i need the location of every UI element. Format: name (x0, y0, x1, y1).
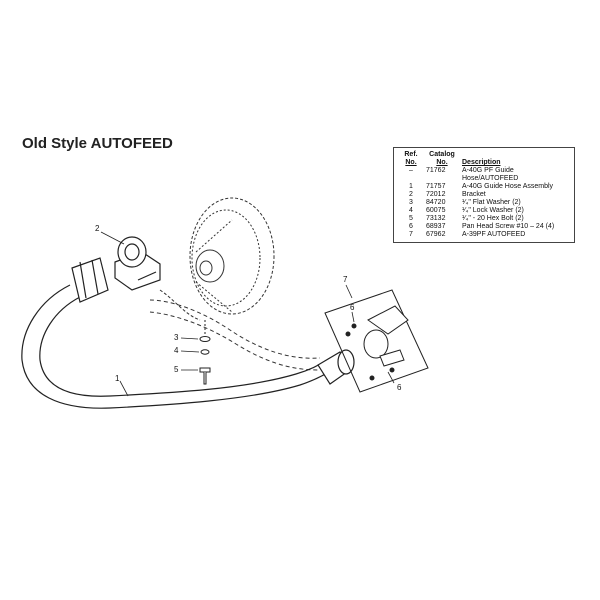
header-description: Description (460, 151, 570, 167)
leader-6b (387, 371, 395, 384)
flywheel-illustration (149, 197, 321, 371)
cell-catalog-no: 68937 (426, 223, 446, 230)
leader-7 (345, 284, 353, 299)
autofeed-arm (367, 305, 409, 335)
flat-washer (199, 336, 211, 342)
cell-catalog-no: 73132 (426, 215, 446, 222)
leader-1 (119, 380, 129, 397)
pan-head-screw (345, 331, 351, 337)
bracket-edge (137, 271, 157, 281)
feed-path-dashed-2 (149, 311, 319, 371)
table-row: 5 73132 ¹⁄₄" - 20 Hex Bolt (2) (398, 215, 570, 223)
callout-7: 7 (343, 275, 348, 284)
callout-4: 4 (174, 346, 179, 355)
cell-ref-no: – (409, 167, 413, 174)
table-row: 4 60075 ¹⁄₄" Lock Washer (2) (398, 207, 570, 215)
header-catalog-line1: Catalog (429, 151, 455, 158)
bracket-illustration (114, 236, 161, 291)
hose-clamp (71, 257, 109, 303)
cell-description: Hose/AUTOFEED (462, 175, 519, 182)
cell-ref-no: 4 (409, 207, 413, 214)
header-catalog-no: Catalog No. (424, 151, 460, 167)
cell-ref-no: 7 (409, 231, 413, 238)
hex-bolt-shank (203, 372, 207, 385)
flywheel-hub (195, 249, 225, 283)
table-row: Hose/AUTOFEED (398, 175, 570, 183)
cell-catalog-no: 67962 (426, 231, 446, 238)
header-ref-line2: No. (405, 159, 417, 166)
cell-catalog-no: 72012 (426, 191, 446, 198)
hose-fitting-end (337, 349, 355, 375)
leader-6a (351, 311, 355, 323)
callout-3: 3 (174, 333, 179, 342)
cell-catalog-no: 84720 (426, 199, 446, 206)
header-ref-line1: Ref. (404, 151, 418, 158)
fastener-illustrations (199, 320, 211, 385)
hose-clamp-bands (79, 259, 99, 299)
table-row: 7 67962 A-39PF AUTOFEED (398, 231, 570, 239)
header-description-label: Description (462, 159, 501, 166)
cell-description: ¹⁄₄" - 20 Hex Bolt (2) (462, 215, 524, 222)
leader-3 (180, 337, 199, 340)
cell-description: A-40G PF Guide (462, 167, 514, 174)
autofeed-body (363, 329, 389, 359)
autofeed-mount (379, 349, 405, 367)
cell-description: ¹⁄₄" Flat Washer (2) (462, 199, 521, 206)
guide-hose-illustration (21, 257, 355, 409)
table-row: 3 84720 ¹⁄₄" Flat Washer (2) (398, 199, 570, 207)
callout-5: 5 (174, 365, 179, 374)
cell-ref-no: 1 (409, 183, 413, 190)
hose-outer-edge (21, 284, 336, 409)
cell-catalog-no: 60075 (426, 207, 446, 214)
table-row: 6 68937 Pan Head Screw #10 – 24 (4) (398, 223, 570, 231)
feed-path-dashed-1 (149, 299, 321, 359)
cell-ref-no: 2 (409, 191, 413, 198)
bracket-bore (124, 243, 140, 261)
cell-description: A-40G Guide Hose Assembly (462, 183, 554, 190)
lock-washer (200, 349, 210, 355)
cell-ref-no: 5 (409, 215, 413, 222)
callout-6b: 6 (397, 383, 402, 392)
hose-inner-edge (39, 296, 331, 397)
flywheel-inner-rim (191, 209, 261, 307)
cell-catalog-no: 71757 (426, 183, 446, 190)
autofeed-illustration (324, 289, 429, 393)
cell-description: ¹⁄₄" Lock Washer (2) (462, 207, 524, 214)
cell-description: A-39PF AUTOFEED (462, 231, 526, 238)
table-row: – 71762 A-40G PF Guide (398, 167, 570, 175)
page-title: Old Style AUTOFEED (22, 135, 173, 152)
header-ref-no: Ref. No. (398, 151, 424, 167)
table-header-row: Ref. No. Catalog No. Description (398, 151, 570, 167)
hex-bolt-head (199, 367, 211, 373)
header-catalog-line2: No. (436, 159, 448, 166)
flywheel-spoke-lines (195, 219, 233, 313)
cell-ref-no: 3 (409, 199, 413, 206)
leader-4 (180, 350, 200, 353)
pan-head-screw (389, 367, 395, 373)
cell-description: Pan Head Screw #10 – 24 (4) (462, 223, 555, 230)
leader-2 (100, 231, 125, 245)
cell-description: Bracket (462, 191, 486, 198)
cell-ref-no: 6 (409, 223, 413, 230)
callout-leader-lines (100, 231, 395, 397)
table-row: 1 71757 A-40G Guide Hose Assembly (398, 183, 570, 191)
callout-6a: 6 (350, 303, 355, 312)
autofeed-inset-frame (324, 289, 429, 393)
feed-path-dashed-3 (159, 289, 201, 321)
pan-head-screw (351, 323, 357, 329)
table-row: 2 72012 Bracket (398, 191, 570, 199)
callout-1: 1 (115, 374, 120, 383)
cell-catalog-no: 71762 (426, 167, 446, 174)
callout-2: 2 (95, 224, 100, 233)
flywheel-rim (189, 197, 275, 315)
pan-head-screw (369, 375, 375, 381)
flywheel-shaft (199, 260, 213, 276)
